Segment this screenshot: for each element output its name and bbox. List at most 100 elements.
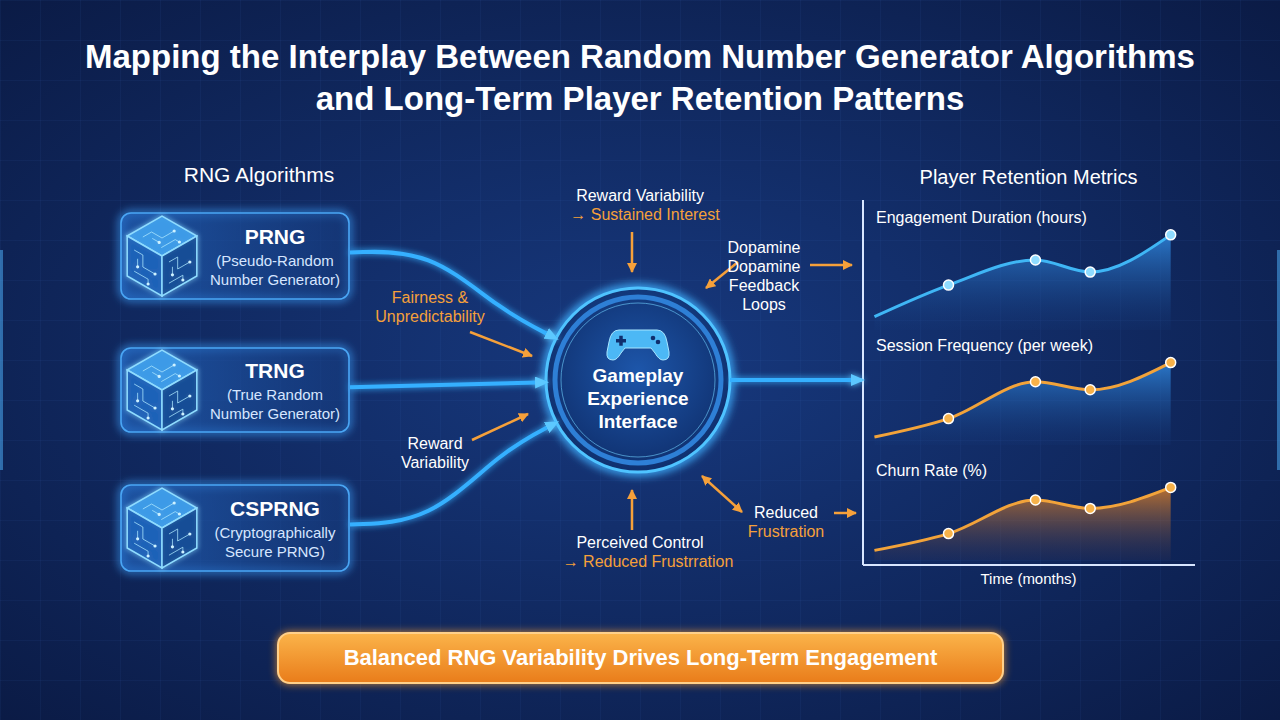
- gamepad-button: [651, 336, 656, 341]
- circuit-pad: [178, 374, 181, 377]
- area-chart: Engagement Duration (hours): [868, 205, 1190, 330]
- chart-dot: [1166, 482, 1176, 492]
- circuit-trace: [134, 405, 148, 418]
- annotation-label: Frustration: [726, 522, 846, 541]
- flow-arrow: [350, 382, 546, 387]
- cube-face: [127, 236, 162, 296]
- callout-arrow: [470, 332, 532, 356]
- chart-dot: [1166, 230, 1176, 240]
- chart-dot: [1166, 358, 1176, 368]
- chart-dot: [1030, 377, 1040, 387]
- node-title: Gameplay Experience Interface: [573, 364, 703, 433]
- cube-face: [162, 370, 197, 430]
- annotation-label: → Sustained Interest: [535, 205, 755, 224]
- node-title: Session Frequency (per week): [876, 337, 1093, 355]
- gamepad-icon: [607, 330, 669, 360]
- circuit-trace: [143, 503, 174, 510]
- box-glow: [121, 213, 349, 299]
- box-glow: [121, 485, 349, 571]
- circuit-trace: [134, 271, 148, 284]
- circuit-pad: [153, 544, 156, 547]
- gamepad-dpad: [619, 336, 623, 346]
- circuit-pad: [158, 375, 161, 378]
- node-title: PRNG: [245, 224, 306, 249]
- chart-area: [874, 487, 1170, 560]
- cube-icon: [127, 350, 197, 430]
- annotation-label: Reward Variability: [385, 434, 485, 472]
- node-title: CSPRNG: [230, 496, 320, 521]
- hub-circle: Gameplay Experience Interface: [543, 285, 733, 475]
- banner-glow: [277, 632, 1004, 684]
- flow-arrow: [730, 378, 862, 382]
- cube-face: [162, 508, 197, 568]
- circuit-trace: [161, 512, 179, 520]
- circuit-pad: [158, 241, 161, 244]
- circuit-pad: [136, 537, 139, 540]
- edge-glow: [0, 250, 3, 470]
- circuit-trace: [134, 384, 155, 408]
- circuit-pad: [188, 260, 191, 263]
- circuit-pad: [181, 412, 184, 415]
- cube-icon: [127, 488, 197, 568]
- area-chart: Churn Rate (%): [868, 458, 1190, 560]
- chart-area: [874, 363, 1170, 445]
- box-outline: [121, 485, 349, 571]
- node-subtitle: (Cryptographically Secure PRNG): [200, 523, 350, 561]
- circuit-trace: [134, 522, 155, 546]
- circuit-pad: [178, 512, 181, 515]
- chart-dot: [944, 414, 954, 424]
- area-chart: Session Frequency (per week): [868, 333, 1190, 445]
- node-title: Player Retention Metrics: [862, 166, 1195, 189]
- circuit-pad: [153, 406, 156, 409]
- chart-dot: [1030, 495, 1040, 505]
- circuit-pad: [171, 545, 174, 548]
- annotation-label: Fairness & Unpredictability: [355, 288, 505, 326]
- circuit-pad: [171, 407, 174, 410]
- chart-dot: [1085, 267, 1095, 277]
- diagram-title: Mapping the Interplay Between Random Num…: [80, 36, 1200, 120]
- node-title: Balanced RNG Variability Drives Long-Ter…: [344, 645, 938, 671]
- hub-thin-ring: [561, 303, 715, 457]
- circuit-trace: [143, 365, 174, 372]
- chart-line: [874, 487, 1170, 550]
- circuit-pad: [178, 240, 181, 243]
- circuit-trace: [161, 240, 179, 248]
- chart-line: [874, 235, 1170, 317]
- circuit-pad: [136, 399, 139, 402]
- callout-arrow: [631, 490, 634, 530]
- gamepad-button: [656, 340, 661, 345]
- hub-glow: [546, 288, 730, 472]
- circuit-trace: [169, 547, 183, 555]
- algorithm-box: PRNG(Pseudo-Random Number Generator): [120, 212, 350, 300]
- annotation-label: Perceived Control: [530, 533, 750, 552]
- circuit-trace: [169, 275, 183, 283]
- circuit-pad: [146, 282, 149, 285]
- callout-arrow: [810, 264, 852, 267]
- section-heading: RNG Algorithms: [129, 163, 389, 187]
- circuit-pad: [146, 416, 149, 419]
- node-subtitle: Time (months): [862, 570, 1195, 587]
- cube-face: [127, 508, 162, 568]
- cube-face: [127, 370, 162, 430]
- box-glow: [121, 348, 349, 432]
- circuit-pad: [173, 363, 176, 366]
- metrics-panel: Engagement Duration (hours) Session Frequ…: [862, 160, 1195, 600]
- chart-line: [874, 363, 1170, 437]
- annotation-label: Reduced: [736, 503, 836, 522]
- cube-icon: [127, 216, 197, 296]
- circuit-pad: [181, 278, 184, 281]
- circuit-trace: [169, 409, 183, 417]
- chart-dot: [1030, 255, 1040, 265]
- algorithm-box: TRNG(True Random Number Generator): [120, 347, 350, 433]
- edge-glow: [1277, 250, 1280, 470]
- node-title: Engagement Duration (hours): [876, 209, 1087, 227]
- chart-dot: [944, 529, 954, 539]
- circuit-trace: [134, 543, 148, 556]
- box-outline: [121, 348, 349, 432]
- callout-arrows: [470, 232, 856, 530]
